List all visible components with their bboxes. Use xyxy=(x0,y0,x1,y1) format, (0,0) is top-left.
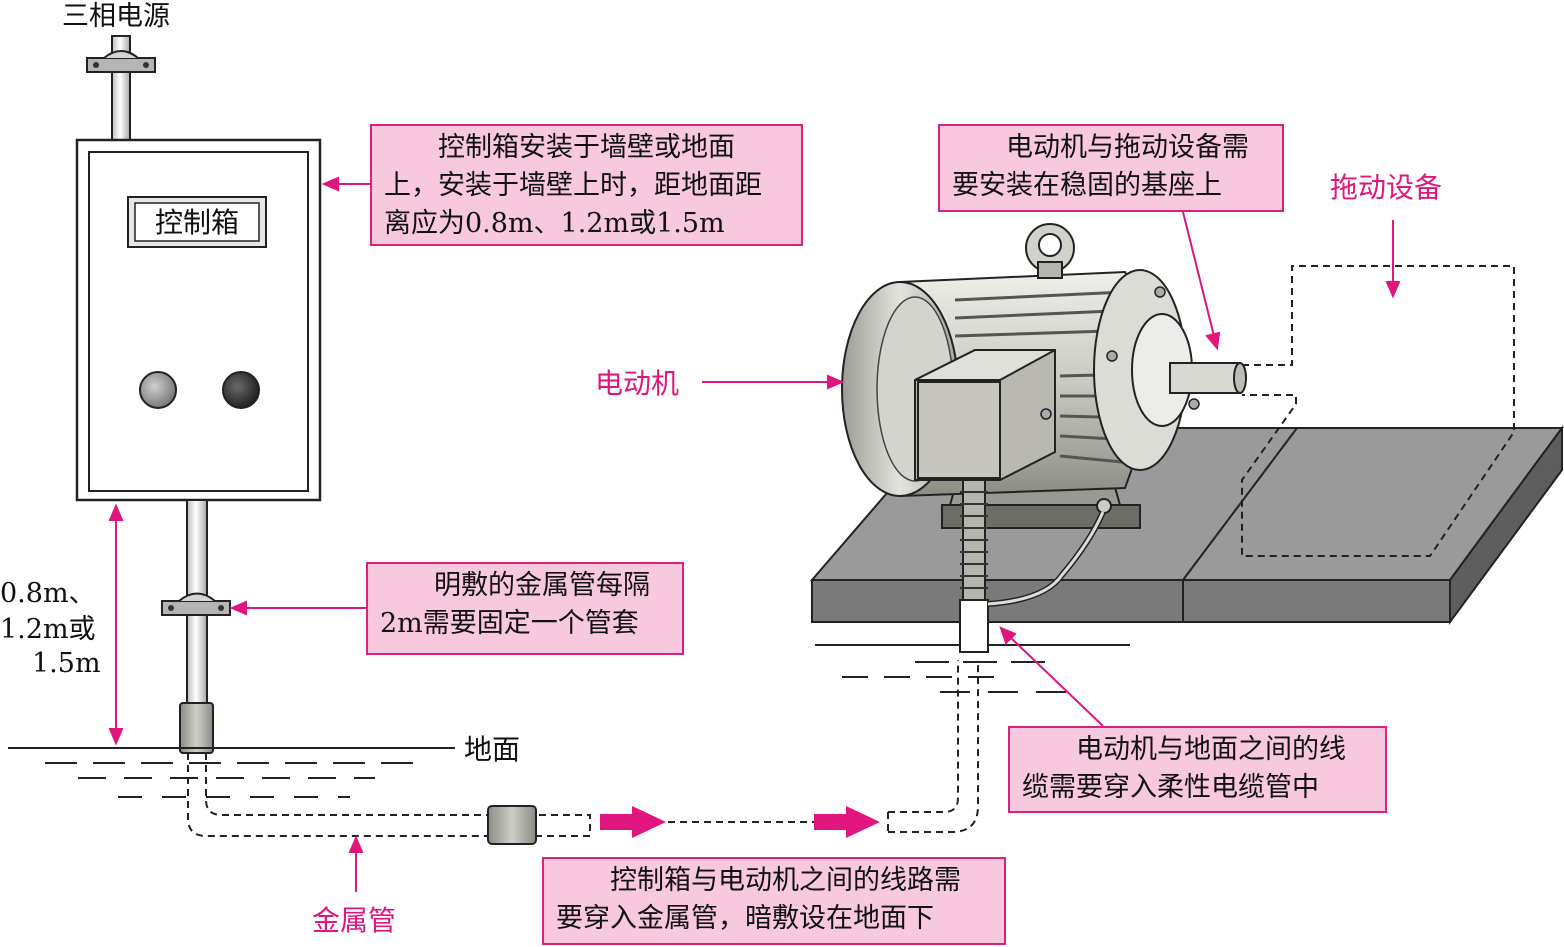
direction-arrow-1 xyxy=(600,806,666,838)
motor-base-note-arrow xyxy=(1182,211,1221,351)
pipe-clamp-middle xyxy=(161,592,231,616)
control-box-note-arrow xyxy=(321,176,370,192)
note-line: 控制箱与电动机之间的线路需 xyxy=(610,865,961,896)
mounting-bolt xyxy=(1096,498,1112,514)
height-value-line2: 1.2m或 xyxy=(0,614,96,645)
note-line: 电动机与地面之间的线 xyxy=(1076,734,1346,765)
power-source-label: 三相电源 xyxy=(62,1,170,32)
ground-line-left xyxy=(8,747,455,798)
ground-label: 地面 xyxy=(464,733,520,766)
note-line: 要穿入金属管，暗敷设在地面下 xyxy=(556,903,934,934)
height-value-line1: 0.8m、 xyxy=(0,578,96,609)
metal-pipe-label: 金属管 xyxy=(312,904,396,937)
note-line: 2m需要固定一个管套 xyxy=(380,608,639,639)
pipe-ground-sleeve xyxy=(179,702,214,754)
buried-pipe-coupling xyxy=(487,805,537,845)
pipe-clamp-top xyxy=(86,50,156,73)
motor-arrow xyxy=(702,374,845,390)
flexible-conduit-note: 电动机与地面之间的线 缆需要穿入柔性电缆管中 xyxy=(1008,726,1387,813)
control-box-label: 控制箱 xyxy=(155,206,239,239)
note-line: 要安装在稳固的基座上 xyxy=(952,170,1222,201)
buried-pipe-note: 控制箱与电动机之间的线路需 要穿入金属管，暗敷设在地面下 xyxy=(542,857,1006,945)
driven-equipment-label: 拖动设备 xyxy=(1330,171,1442,204)
flexible-conduit xyxy=(959,479,989,653)
note-line: 缆需要穿入柔性电缆管中 xyxy=(1022,772,1319,803)
metal-pipe-arrow xyxy=(348,835,364,892)
control-box: 控制箱 xyxy=(75,138,322,502)
start-button xyxy=(139,371,177,409)
note-line: 明敷的金属管每隔 xyxy=(434,570,650,601)
flexible-conduit-note-arrow xyxy=(999,626,1104,727)
electric-motor xyxy=(841,223,1247,529)
lifting-eye xyxy=(1025,223,1075,279)
note-line: 电动机与拖动设备需 xyxy=(1006,132,1249,163)
driven-equipment-arrow xyxy=(1385,220,1401,299)
pipe-clamp-note: 明敷的金属管每隔 2m需要固定一个管套 xyxy=(366,562,684,655)
ground-wire xyxy=(987,510,1106,607)
buried-metal-pipe xyxy=(187,660,979,837)
height-dimension-arrow xyxy=(108,503,124,746)
motor-label: 电动机 xyxy=(595,367,679,400)
note-line: 上，安装于墙壁上时，距地面距 xyxy=(384,170,762,201)
height-value-line3: 1.5m xyxy=(32,648,101,679)
terminal-box xyxy=(914,349,1056,481)
motor-base-note: 电动机与拖动设备需 要安装在稳固的基座上 xyxy=(938,124,1284,212)
direction-arrow-2 xyxy=(814,806,880,838)
stop-button xyxy=(222,371,260,409)
note-line: 控制箱安装于墙壁或地面 xyxy=(438,132,735,163)
note-line: 离应为0.8m、1.2m或1.5m xyxy=(384,208,725,239)
control-box-install-note: 控制箱安装于墙壁或地面 上，安装于墙壁上时，距地面距 离应为0.8m、1.2m或… xyxy=(370,124,803,246)
driven-equipment-outline xyxy=(1241,265,1515,557)
pipe-clamp-note-arrow xyxy=(229,600,366,616)
motor-shaft xyxy=(1169,362,1247,394)
